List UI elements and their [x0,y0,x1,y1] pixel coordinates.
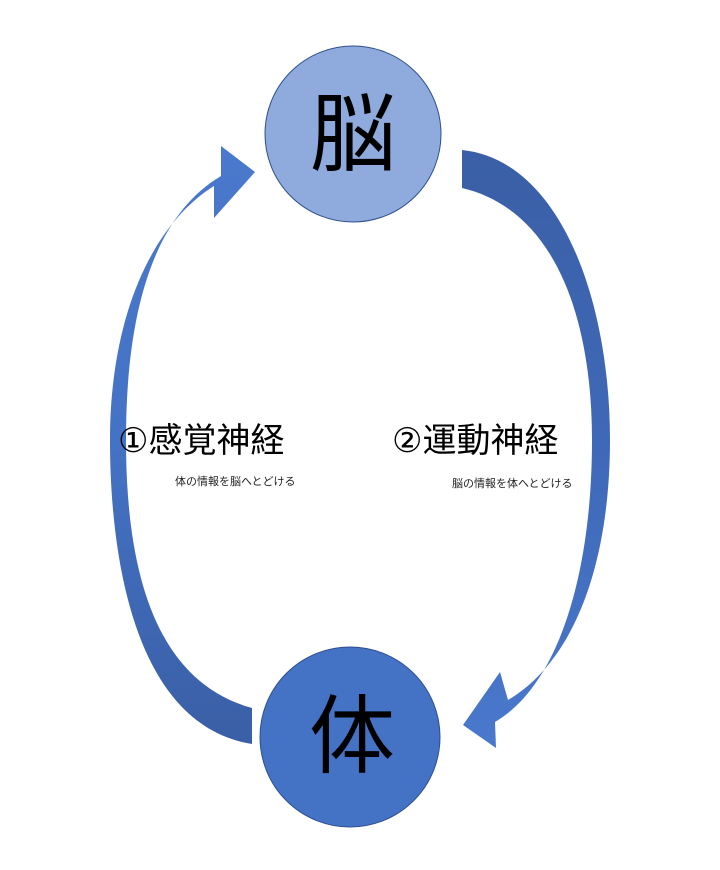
sensory-nerve-title: ①感覚神経 [118,421,284,461]
body-node: 体 [259,646,441,828]
motor-nerve-description: 脳の情報を体へとどける [452,476,572,490]
motor-nerve-title: ②運動神経 [392,421,558,461]
sensory-nerve-labels: ①感覚神経 体の情報を脳へとどける [118,421,295,488]
brain-label: 脳 [310,85,396,185]
body-label: 体 [309,687,395,787]
motor-nerve-labels: ②運動神経 脳の情報を体へとどける [392,421,572,490]
brain-circle [264,45,442,223]
body-circle [259,646,441,828]
sensory-nerve-description: 体の情報を脳へとどける [175,474,295,488]
motor-nerve-arrow [462,150,610,748]
brain-node: 脳 [264,45,442,223]
